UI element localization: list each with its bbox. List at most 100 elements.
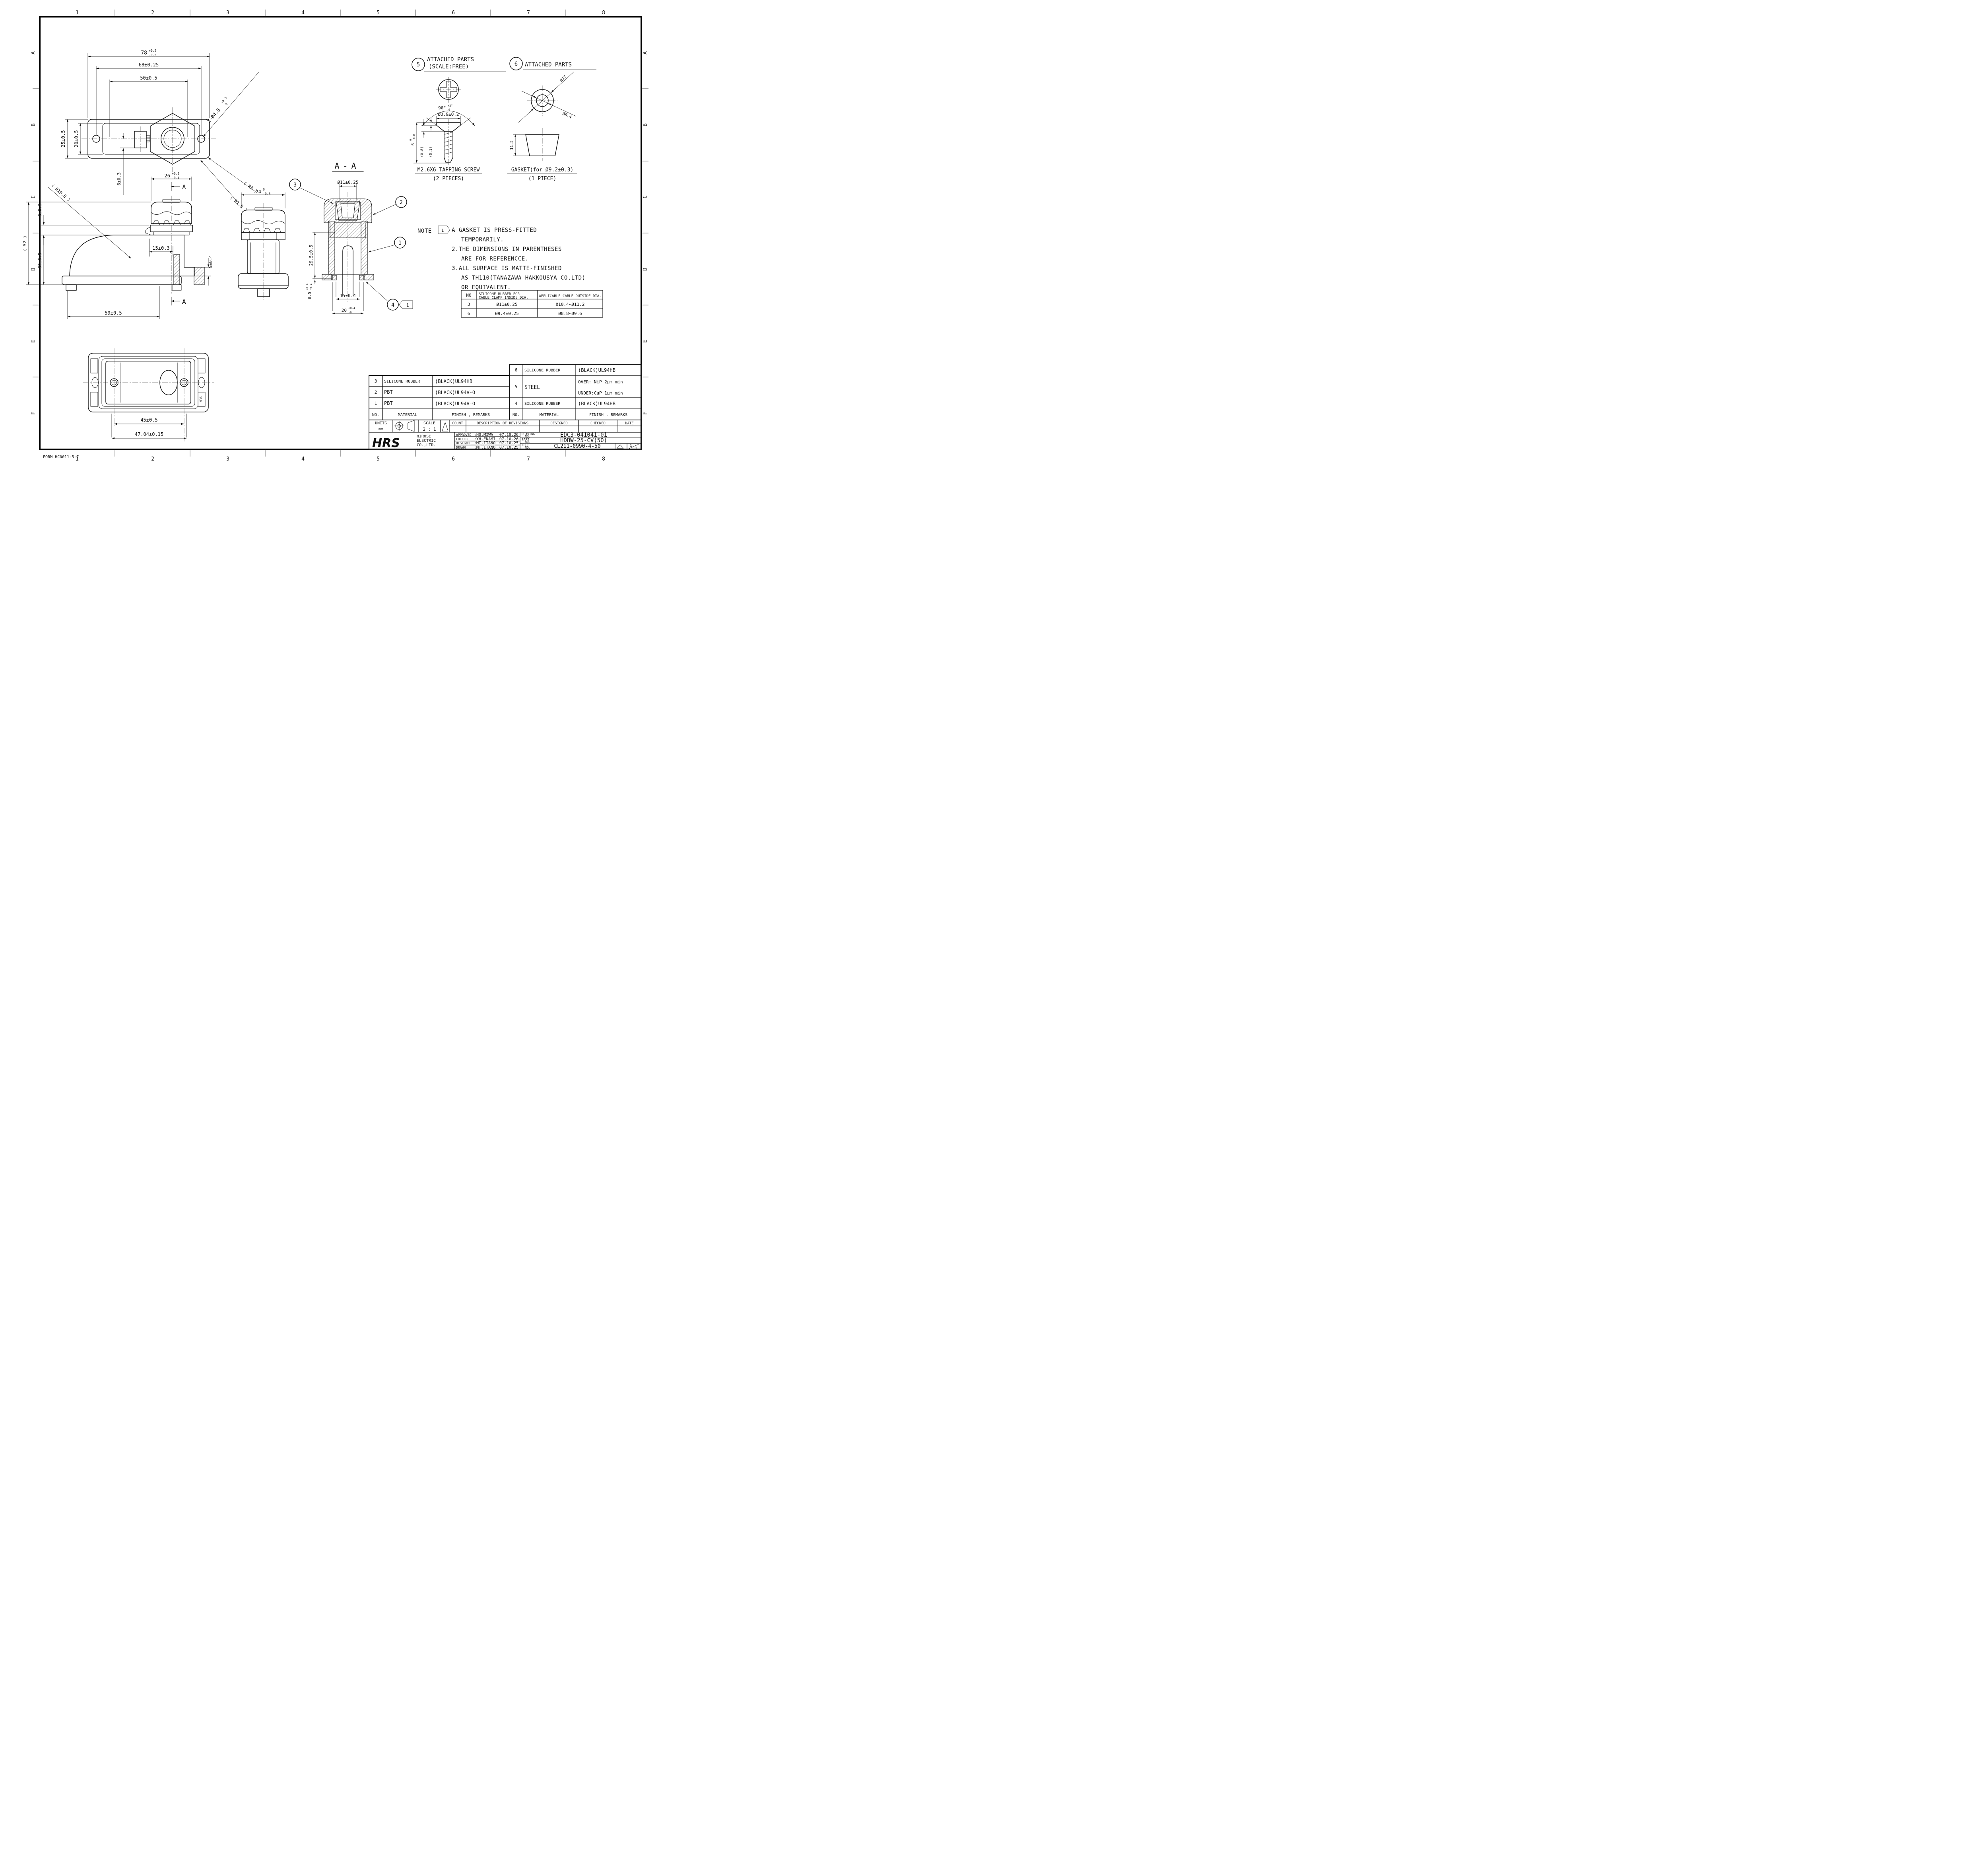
callout-1: 1 [398, 240, 402, 246]
section-title: A-A [334, 161, 359, 171]
rear-view-dimensions: 24 0 -0.3 [241, 188, 285, 208]
clamp-h-inside1: SILICONE RUBBER FOR [479, 292, 520, 296]
mat-material: PBT [384, 400, 393, 406]
grid-row-label: E [643, 340, 648, 343]
mat-h-finish: FINISH , REMARKS [452, 413, 490, 417]
attached5-title: ATTACHED PARTS [427, 56, 474, 63]
grid-row-label: E [31, 340, 37, 343]
grid-col-label: 3 [226, 456, 229, 462]
dim-holes-dn: 0 [225, 102, 229, 106]
dim-05: 0.5 [308, 292, 312, 299]
mat-no: 2 [375, 390, 377, 395]
part-no-label-1: PART [522, 438, 529, 441]
attached-parts-5: 5 ATTACHED PARTS (SCALE:FREE) 90° +2° 0 … [409, 56, 506, 182]
dim-dia94: Ø9.4 [562, 111, 573, 120]
note-block: NOTE 1 A GASKET IS PRESS-FITTED TEMPORAR… [417, 225, 585, 291]
mat-material: PBT [384, 389, 393, 395]
note-line-1: A GASKET IS PRESS-FITTED [452, 227, 537, 233]
grid-row-label: D [31, 268, 37, 271]
clamp-row-no: 3 [468, 302, 470, 307]
dim-side-15: 15±0.3 [152, 245, 169, 251]
mat-h-finish: FINISH , REMARKS [589, 413, 627, 417]
cable-clamp-table: NO SILICONE RUBBER FOR CABLE CLAMP INSID… [461, 290, 603, 318]
company-line-1: HIROSE [417, 434, 431, 439]
designed-date: 07.10.25 [499, 441, 518, 445]
drawing-number: EDC3-041041-01 [560, 432, 607, 438]
bubble-6: 6 [514, 61, 518, 67]
designed-label: DESIGNED [550, 422, 567, 426]
bubble-5: 5 [417, 62, 420, 68]
dim-back-4704: 47.04±0.15 [135, 431, 163, 437]
dim-holes-label: 2-Ø4.5 +0.3 0 [206, 96, 229, 124]
dim-dia39: Ø3.9±0.2 [438, 112, 459, 117]
part-number: HDBW-25-CV(50) [560, 437, 607, 444]
revisions-label: DESCRIPTION OF REVISIONS [477, 422, 528, 426]
clamp-h-inside2: CABLE CLAMP INSIDE DIA. [479, 296, 528, 300]
screw-len-dn: -0.8 [413, 134, 416, 141]
dim-sec-20-up: +0.4 [348, 307, 355, 310]
side-view-dimensions: 26 +0.1 -0.4 A A ( R19.5 ) 6±0.3 32±0.5 … [22, 172, 213, 319]
revision-triangle-icon [442, 422, 448, 431]
checed-value: :YH.ENAMI [474, 437, 495, 441]
dim-side-6: 6±0.3 [37, 203, 43, 216]
dim-dia11: Ø11±0.25 [338, 180, 359, 185]
radius-r195: ( R19.5 ) [50, 183, 72, 202]
mat-h-no: NO. [513, 413, 520, 417]
approved-date: 07.10.26 [499, 433, 518, 437]
back-view: HRS 45±0.5 47.04±0.15 [83, 348, 214, 441]
dim-holes: 2-Ø4.5 [206, 107, 221, 124]
mat-no: 6 [515, 367, 518, 373]
dim-height-20: 20±0.5 [74, 130, 79, 147]
dim-tol-dn: -0.5 [149, 53, 156, 57]
count-label: COUNT [452, 422, 463, 426]
grid-col-label: 3 [226, 10, 229, 16]
clamp-row-inside: Ø11±0.25 [497, 302, 518, 307]
mat-no: 5 [515, 384, 518, 389]
grid-col-label: 4 [301, 10, 305, 16]
form-number: FORM HC0011-5-7 [43, 455, 79, 459]
dim-back-45: 45±0.5 [140, 417, 157, 423]
section-dimensions: Ø11±0.25 29.5±0.5 0.5 +0.4 -0.1 15±0.4 2… [306, 180, 364, 315]
angle-dn: 0 [448, 108, 450, 111]
designed-value: :MT.ITANO [474, 441, 495, 445]
approved-label: APPROVED [456, 433, 472, 437]
designed-row-label: DESIGNED [456, 441, 472, 445]
company-line-3: CO.,LTD. [417, 443, 436, 447]
grid-labels: 1 2 3 4 5 6 7 8 1 2 3 4 5 6 7 8 A B C D … [31, 10, 648, 462]
top-view-dimensions: 78 +0.2 -0.5 68±0.25 50±0.5 25±0.5 20±0.… [60, 49, 260, 213]
grid-row-label: B [643, 123, 648, 126]
dim-offset-6: 6±0.3 [116, 172, 122, 185]
dim-sec-20: 20 [342, 308, 347, 313]
mat-finish-under: UNDER:CuP 1µm min [578, 391, 623, 396]
grid-row-label: A [643, 51, 648, 54]
mat-finish: (BLACK)UL94V-O [435, 390, 475, 395]
dim-sec-20-dn: -0 [348, 311, 351, 314]
callout-flag-1: 1 [406, 303, 409, 308]
mat-no: 1 [375, 401, 377, 406]
mat-h-material: MATERIAL [398, 413, 417, 417]
grid-col-label: 4 [301, 456, 305, 462]
attached5-subtitle: (SCALE:FREE) [429, 64, 469, 70]
checed-date: 07.10.26 [499, 437, 518, 441]
dim-cap-26-dn: -0.4 [172, 176, 179, 180]
drawn-date: 07.10.25 [499, 445, 518, 450]
dim-side-59: 59±0.5 [105, 310, 122, 316]
code-number: CL211-0990-4-50 [554, 443, 600, 449]
drawing-no-label-2: NO. [525, 435, 530, 438]
note-line-2: TEMPORARILY. [461, 237, 504, 243]
mat-h-material: MATERIAL [540, 413, 559, 417]
grid-row-label: F [31, 412, 37, 415]
dim-width-68: 68±0.25 [139, 62, 159, 68]
screw-len: 6 [411, 143, 415, 146]
dim-rear-24: 24 [256, 189, 261, 194]
rear-view: 24 0 -0.3 [238, 188, 289, 300]
note-line-4: ARE FOR REFERENCCE. [461, 256, 529, 262]
mat-material: SILICONE RUBBER [524, 368, 561, 373]
drawing-sheet: 1 2 3 4 5 6 7 8 1 2 3 4 5 6 7 8 A B C D … [0, 0, 658, 465]
projection-symbol-icon [394, 420, 415, 432]
hrs-logo: HRS [372, 436, 400, 450]
grid-row-label: C [643, 195, 648, 198]
screw-p08: (0.8) [420, 146, 424, 157]
clamp-row-cable: Ø10.4~Ø11.2 [556, 302, 585, 307]
dim-rear-24-up: 0 [263, 188, 265, 191]
